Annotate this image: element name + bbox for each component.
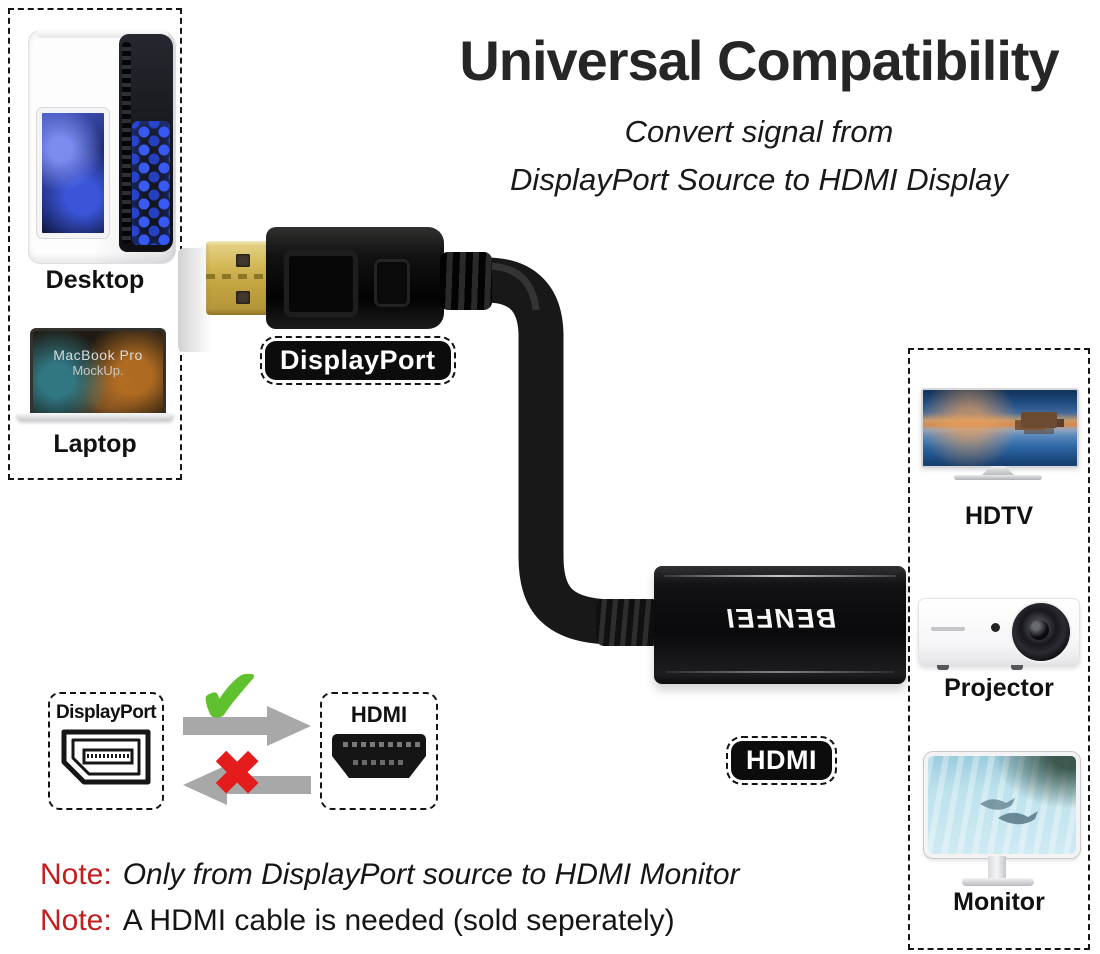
projector-foot	[937, 665, 949, 670]
dp-strain-relief	[440, 252, 492, 310]
laptop-image: MacBook Pro MockUp.	[16, 328, 174, 424]
dp-body-indent	[284, 251, 358, 317]
note-row: Note: A HDMI cable is needed (sold seper…	[40, 904, 675, 944]
projector-label: Projector	[944, 674, 1054, 702]
monitor-label: Monitor	[953, 888, 1045, 916]
tv-screen-castle	[1021, 412, 1057, 428]
tower-front-panel	[119, 34, 173, 252]
hdmi-tag: HDMI	[726, 736, 837, 785]
note-prefix: Note:	[40, 858, 112, 891]
adapter-input-plug	[596, 599, 660, 646]
monitor-image	[923, 751, 1081, 859]
laptop-label: Laptop	[53, 430, 137, 458]
compat-hdmi-label: HDMI	[350, 702, 408, 727]
tower-side-window	[36, 107, 110, 239]
laptop-base	[16, 413, 174, 421]
compat-displayport-label: DisplayPort	[55, 702, 157, 723]
brand-logo: BENFEI	[722, 603, 838, 633]
compat-hdmi-box: HDMI	[320, 692, 438, 810]
desktop-label: Desktop	[45, 266, 145, 294]
displayport-connector-icon	[61, 729, 151, 785]
projector-sensor-dot	[991, 623, 1000, 632]
note-text: A HDMI cable is needed (sold seperately)	[122, 904, 675, 937]
page-title: Universal Compatibility	[459, 29, 1059, 92]
tv-stand	[982, 466, 1014, 475]
source-devices-box: Desktop MacBook Pro MockUp. Laptop	[8, 8, 182, 480]
dp-connector-gold-tip	[206, 241, 268, 315]
note-prefix: Note:	[40, 904, 112, 937]
dp-pin	[236, 291, 250, 304]
compat-displayport-box: DisplayPort	[48, 692, 164, 810]
projector-image	[918, 598, 1080, 670]
display-devices-box: HDTV Projector Monitor	[908, 348, 1090, 950]
projector-logo-bar	[931, 627, 965, 631]
arrow-left-icon	[183, 765, 311, 805]
dp-pin	[236, 254, 250, 267]
hdmi-adapter-body: BENFEI	[654, 566, 906, 684]
projector-foot	[1011, 665, 1023, 670]
cross-icon: ✖	[212, 740, 263, 807]
displayport-tag: DisplayPort	[260, 336, 456, 385]
subtitle-line1: Convert signal from	[624, 114, 894, 149]
tower-hex-leds	[132, 121, 170, 246]
monitor-base	[962, 878, 1034, 886]
note-text: Only from DisplayPort source to HDMI Mon…	[122, 858, 740, 891]
dp-connector-body	[266, 227, 444, 329]
tower-vents	[122, 42, 131, 244]
hdtv-image	[921, 388, 1079, 468]
desktop-tower-image	[28, 28, 176, 264]
dp-gold-seam	[206, 274, 268, 279]
note-row: Note: Only from DisplayPort source to HD…	[40, 858, 740, 898]
monitor-fish-scene	[980, 798, 1038, 825]
laptop-screen-text-1: MacBook Pro	[53, 347, 143, 363]
tower-top-cap	[36, 28, 168, 38]
subtitle-line2: DisplayPort Source to HDMI Display	[510, 162, 1008, 197]
check-icon: ✔	[198, 655, 262, 740]
laptop-screen: MacBook Pro MockUp.	[30, 328, 166, 413]
displayport-tag-text: DisplayPort	[265, 341, 451, 380]
hdmi-tag-text: HDMI	[731, 741, 832, 780]
laptop-screen-text-2: MockUp.	[72, 363, 124, 378]
dp-body-button	[374, 259, 410, 307]
projector-lens	[1010, 601, 1072, 663]
arrow-right-icon	[183, 706, 311, 746]
monitor-neck	[988, 856, 1006, 878]
hdtv-label: HDTV	[964, 502, 1034, 530]
hdmi-connector-icon	[332, 734, 426, 778]
tv-base	[954, 475, 1042, 480]
